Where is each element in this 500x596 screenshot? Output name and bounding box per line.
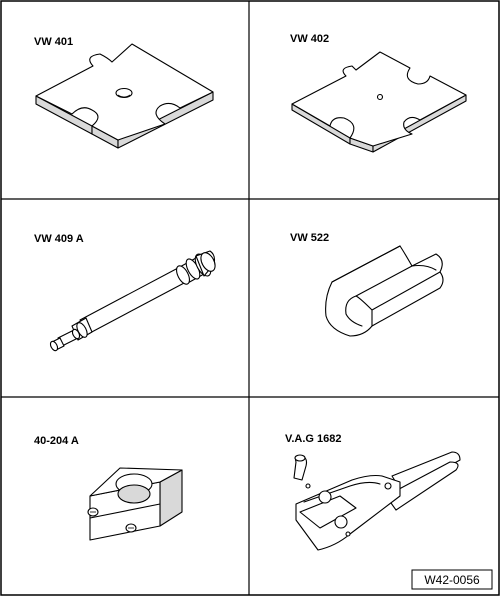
tool-label-vw-409-a: VW 409 A: [34, 233, 84, 245]
tool-label-vag-1682: V.A.G 1682: [285, 433, 341, 445]
plate-vw-402-drawing: [291, 51, 467, 153]
tool-label-vw-522: VW 522: [290, 232, 329, 244]
sleeve-vw-522-drawing: [325, 245, 444, 337]
cell-vw-401: VW 401: [34, 36, 214, 149]
cell-vw-409-a: VW 409 A: [34, 233, 216, 352]
cell-vw-402: VW 402: [290, 33, 467, 153]
tool-label-vw-401: VW 401: [34, 36, 73, 48]
tool-label-40-204-a: 40-204 A: [34, 435, 79, 447]
pliers-vag-1682-drawing: [293, 451, 461, 551]
plate-vw-401-drawing: [35, 43, 214, 149]
cell-40-204-a: 40-204 A: [34, 435, 183, 541]
cell-vw-522: VW 522: [290, 232, 444, 337]
shaft-vw-409-a-drawing: [49, 250, 216, 352]
tool-label-vw-402: VW 402: [290, 33, 329, 45]
figure-reference-text: W42-0056: [424, 573, 480, 587]
cell-vag-1682: V.A.G 1682: [285, 433, 461, 551]
clamp-40-204-a-drawing: [87, 467, 183, 541]
figure-reference: W42-0056: [411, 569, 493, 590]
